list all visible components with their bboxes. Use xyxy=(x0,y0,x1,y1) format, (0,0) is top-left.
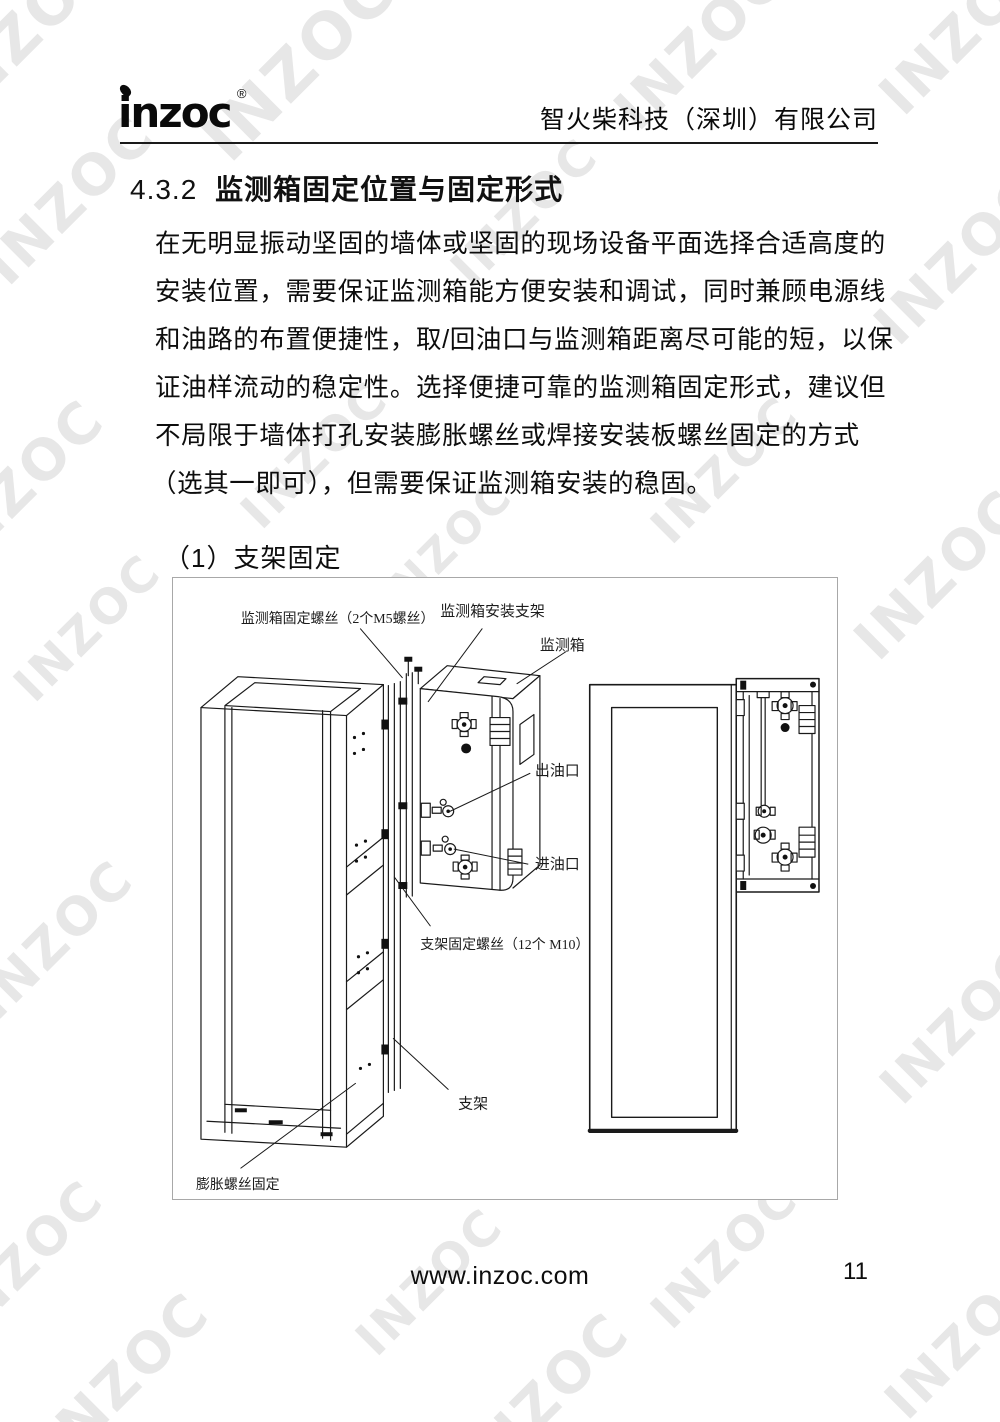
figure-bracket-mounting: 监测箱固定螺丝（2个M5螺丝） 监测箱安装支架 监测箱 出油口 进油口 支架固定… xyxy=(172,577,838,1200)
body-line: 不局限于墙体打孔安装膨胀螺丝或焊接安装板螺丝固定的方式 xyxy=(155,422,860,450)
logo-text: inzoc xyxy=(118,88,232,137)
inzoc-logo: inzoc ® xyxy=(117,82,247,142)
figure-label-mounting-bracket: 监测箱安装支架 xyxy=(440,603,545,620)
figure-label-oil-outlet: 出油口 xyxy=(535,762,580,779)
body-line: 和油路的布置便捷性，取/回油口与监测箱距离尽可能的短，以保 xyxy=(155,326,894,354)
registered-mark-icon: ® xyxy=(236,86,247,101)
figure-label-box-screws: 监测箱固定螺丝（2个M5螺丝） xyxy=(241,611,435,627)
figure-label-expansion-bolt: 膨胀螺丝固定 xyxy=(196,1177,280,1193)
section-heading: 4.3.2 监测箱固定位置与固定形式 xyxy=(130,168,563,208)
figure-label-bracket-screws: 支架固定螺丝（12个 M10） xyxy=(420,937,589,953)
body-line: （选其一即可），但需要保证监测箱安装的稳固。 xyxy=(151,470,713,498)
website-url: www.inzoc.com xyxy=(410,1262,590,1290)
figure-label-oil-inlet: 进油口 xyxy=(535,856,580,873)
section-number: 4.3.2 xyxy=(130,174,198,205)
page-number: 11 xyxy=(843,1258,868,1285)
body-line: 安装位置，需要保证监测箱能方便安装和调试，同时兼顾电源线 xyxy=(155,278,886,306)
company-name: 智火柴科技（深圳）有限公司 xyxy=(539,106,878,134)
section-title: 监测箱固定位置与固定形式 xyxy=(215,174,564,205)
body-paragraph: 在无明显振动坚固的墙体或坚固的现场设备平面选择合适高度的 安装位置，需要保证监测… xyxy=(151,224,894,512)
body-line: 证油样流动的稳定性。选择便捷可靠的监测箱固定形式，建议但 xyxy=(155,374,886,402)
figure-label-monitor-box: 监测箱 xyxy=(540,637,585,654)
figure-label-bracket: 支架 xyxy=(458,1095,488,1112)
subsection-label: （1）支架固定 xyxy=(164,543,342,573)
header-divider xyxy=(120,142,878,144)
body-line: 在无明显振动坚固的墙体或坚固的现场设备平面选择合适高度的 xyxy=(155,230,886,258)
technical-diagram: 监测箱固定螺丝（2个M5螺丝） 监测箱安装支架 监测箱 出油口 进油口 支架固定… xyxy=(196,603,820,1193)
